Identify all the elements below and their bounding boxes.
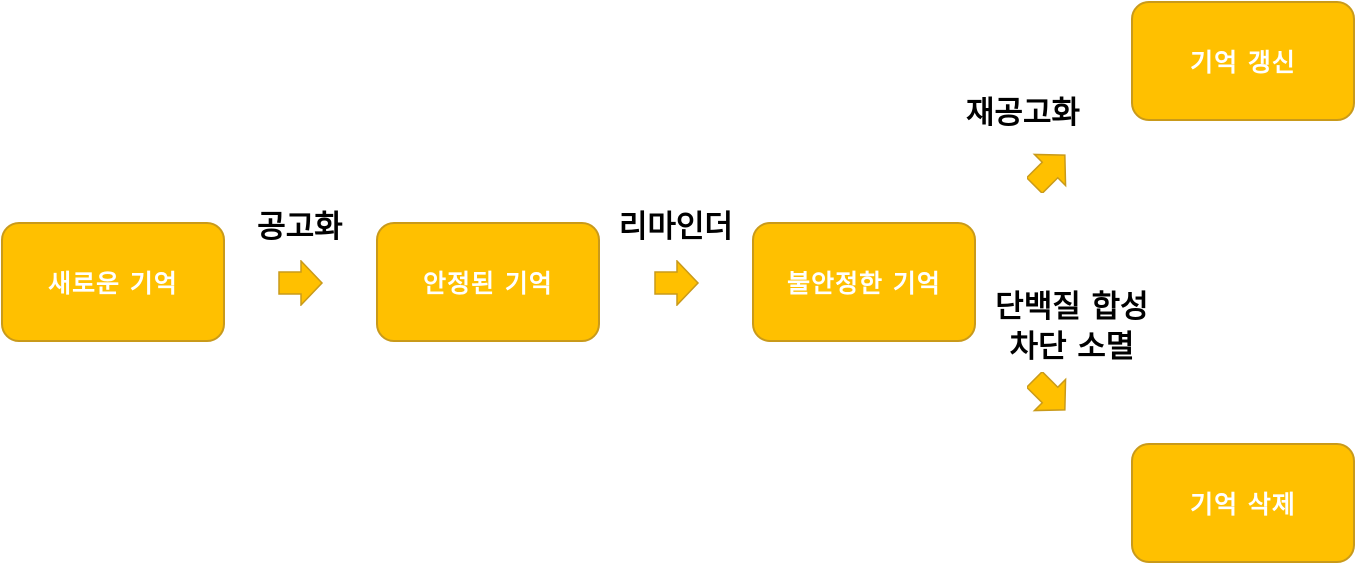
block-arrow-icon (278, 260, 324, 306)
node-memory-update-label: 기억 갱신 (1190, 48, 1296, 77)
node-stable-memory: 안정된 기억 (376, 222, 600, 342)
block-arrow-icon (654, 260, 700, 306)
edge-label-consolidation: 공고화 (257, 209, 343, 245)
node-unstable-memory-label: 불안정한 기억 (787, 269, 941, 298)
edge-label-protein-block-line2: 차단 소멸 (1009, 329, 1135, 365)
node-memory-deletion-label: 기억 삭제 (1190, 490, 1296, 519)
edge-label-protein-block-line1: 단백질 합성 (995, 289, 1149, 325)
block-arrow-icon (1027, 372, 1073, 418)
node-new-memory-label: 새로운 기억 (48, 269, 178, 298)
edge-label-reminder: 리마인더 (618, 209, 734, 245)
node-memory-deletion: 기억 삭제 (1131, 443, 1355, 563)
edge-label-protein-block: 단백질 합성 차단 소멸 (980, 287, 1164, 367)
block-arrow-icon (1027, 147, 1073, 193)
node-memory-update: 기억 갱신 (1131, 1, 1355, 121)
node-new-memory: 새로운 기억 (1, 222, 225, 342)
node-stable-memory-label: 안정된 기억 (423, 269, 553, 298)
node-unstable-memory: 불안정한 기억 (752, 222, 976, 342)
edge-label-reconsolidation: 재공고화 (965, 95, 1081, 131)
